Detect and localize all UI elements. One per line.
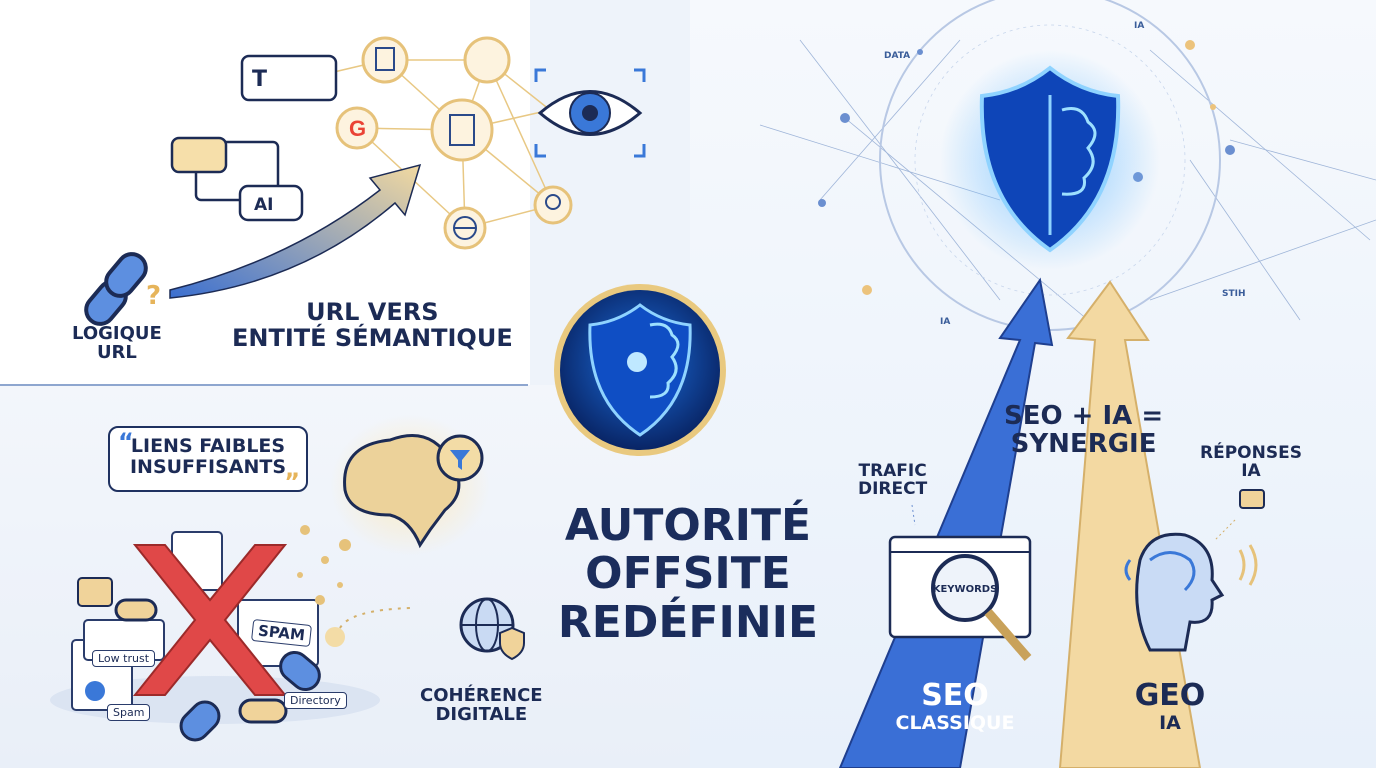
network-label: IA [1134, 21, 1145, 31]
quote-bubble: “ LIENS FAIBLES INSUFFISANTS ” [108, 426, 308, 495]
user-icon [85, 681, 105, 701]
main-title: AUTORITÉ OFFSITE REDÉFINIE [540, 500, 836, 648]
network-label: STIH [1222, 289, 1246, 299]
label-geo-ia: IA [1159, 712, 1181, 734]
label-text: COHÉRENCE DIGITALE [420, 685, 543, 726]
link-chat-icon [77, 577, 113, 607]
handshake-node-icon [463, 36, 511, 84]
title-text: AUTORITÉ OFFSITE REDÉFINIE [557, 500, 819, 648]
ai-head-icon [1124, 532, 1258, 652]
award-node-icon [533, 185, 573, 225]
open-quote-icon: “ [118, 428, 134, 456]
google-node-icon [335, 106, 379, 150]
network-label: DATA [884, 51, 911, 61]
label-text: RÉPONSES IA [1200, 443, 1302, 482]
entity-network [299, 59, 554, 229]
tag-directory: Directory [284, 692, 347, 709]
seo-arrow [838, 277, 1054, 768]
label-geo: GEO [1134, 678, 1206, 713]
label-logique-url: LOGIQUE URL [72, 324, 162, 363]
ai-bubble-label: AI [254, 195, 273, 215]
particles [297, 525, 351, 605]
label-text: SEO + IA = SYNERGIE [1004, 401, 1164, 460]
brain-icon [343, 434, 461, 549]
text-bubble-icon: T [240, 54, 338, 102]
eye-icon [534, 68, 646, 158]
label-coherence-digitale: COHÉRENCE DIGITALE [420, 686, 543, 725]
entity-building-icon [430, 98, 494, 162]
building-node-icon [361, 36, 409, 84]
entity-nodes [335, 36, 573, 250]
svg-text:?: ? [146, 281, 161, 311]
keywords-browser-icon [888, 535, 1032, 661]
label-reponses-ia: RÉPONSES IA [1200, 444, 1302, 481]
divider [0, 384, 528, 386]
chat-icon [170, 136, 228, 174]
tag-spam: Spam [107, 704, 151, 721]
label-trafic-direct: TRAFIC DIRECT [858, 462, 927, 499]
tag-low-trust: Low trust [92, 650, 156, 667]
label-seo: SEO [921, 678, 989, 713]
network-label: IA [940, 317, 951, 327]
label-text: LOGIQUE URL [72, 323, 162, 364]
label-url-vers-entite: URL VERS ENTITÉ SÉMANTIQUE [232, 298, 513, 352]
rising-arrow [169, 163, 422, 299]
keywords-label: KEYWORDS [933, 584, 998, 595]
quote-text: LIENS FAIBLES INSUFFISANTS [129, 435, 287, 478]
label-text: URL VERS ENTITÉ SÉMANTIQUE [232, 298, 513, 352]
check-badge-icon [325, 627, 345, 647]
svg-text:G: G [349, 116, 366, 141]
label-synergie: SEO + IA = SYNERGIE [1004, 402, 1163, 458]
text-bubble-letter: T [252, 67, 267, 92]
shield-brain-icon [979, 65, 1121, 253]
globe-shield-icon [459, 597, 525, 661]
label-seo-classique: CLASSIQUE [895, 712, 1015, 734]
chat-icon [1239, 489, 1265, 509]
broken-link-icon [84, 252, 148, 326]
magnifier-icon [931, 554, 999, 622]
close-quote-icon: ” [284, 468, 300, 497]
label-text: TRAFIC DIRECT [858, 461, 928, 500]
